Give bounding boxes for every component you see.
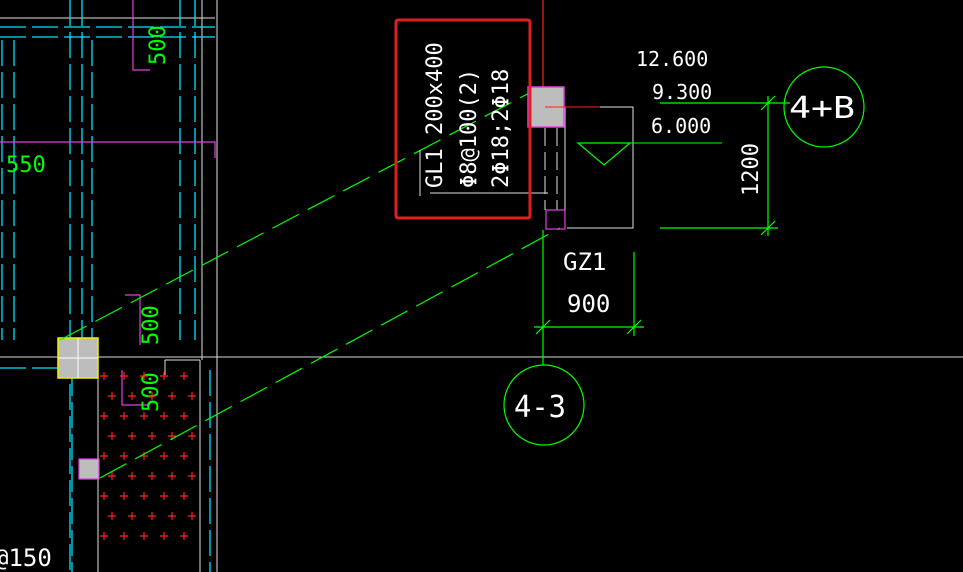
column-block-small[interactable] [78, 458, 100, 480]
hatch-plus-mark [128, 472, 136, 480]
red-hatch-marks [100, 372, 196, 540]
beam-label-line1: GL1 200x400 [423, 42, 448, 188]
hatch-plus-mark [160, 532, 168, 540]
hatch-plus-mark [100, 532, 108, 540]
column-block-small-right[interactable] [545, 209, 566, 230]
hatch-plus-mark [108, 392, 116, 400]
hatch-plus-mark [120, 452, 128, 460]
dim-550: 550 [6, 153, 46, 178]
dimension-1200 [660, 95, 790, 236]
hatch-plus-mark [180, 372, 188, 380]
hatch-plus-mark [128, 432, 136, 440]
hatch-plus-mark [120, 532, 128, 540]
dim-500-mid: 500 [139, 305, 164, 345]
axis-bubble-43[interactable] [503, 364, 585, 446]
hatch-plus-mark [168, 472, 176, 480]
hatch-plus-mark [108, 472, 116, 480]
hatch-plus-mark [148, 472, 156, 480]
hatch-plus-mark [120, 372, 128, 380]
hatch-plus-mark [180, 492, 188, 500]
hatch-plus-mark [160, 412, 168, 420]
hatch-plus-mark [120, 492, 128, 500]
hatch-plus-mark [100, 492, 108, 500]
hatch-plus-mark [108, 432, 116, 440]
hatch-plus-mark [168, 512, 176, 520]
hatch-plus-mark [148, 392, 156, 400]
hatch-plus-mark [160, 452, 168, 460]
hatch-plus-mark [140, 492, 148, 500]
hatch-plus-mark [180, 452, 188, 460]
cyan-dashed-lines [0, 0, 215, 572]
hatch-plus-mark [168, 392, 176, 400]
hatch-plus-mark [120, 412, 128, 420]
hatch-plus-mark [140, 372, 148, 380]
dimension-900 [534, 230, 644, 365]
elevation-12600: 12.600 [636, 47, 708, 71]
green-dashed-beam-lines [59, 89, 561, 479]
axis-bubble-4B[interactable] [783, 66, 865, 148]
hatch-plus-mark [140, 532, 148, 540]
beam-label-group: GL1 200x400 Φ8@100(2) 2Φ18;2Φ18 [419, 42, 514, 196]
magenta-lines [0, 0, 216, 406]
selection-highlight-box[interactable] [394, 18, 532, 220]
axis-label-4B: 4+B [789, 91, 855, 126]
hatch-plus-mark [100, 412, 108, 420]
hatch-plus-mark [100, 372, 108, 380]
hatch-plus-mark [148, 512, 156, 520]
hatch-plus-mark [180, 532, 188, 540]
hatch-plus-mark [100, 452, 108, 460]
elevation-9300: 9.300 [652, 80, 712, 104]
hatch-plus-mark [188, 392, 196, 400]
rebar-spacing-label: @150 [0, 544, 52, 572]
hatch-plus-mark [128, 512, 136, 520]
hatch-plus-mark [188, 512, 196, 520]
elevation-6000: 6.000 [651, 114, 711, 138]
hatch-plus-mark [128, 392, 136, 400]
hatch-plus-mark [148, 432, 156, 440]
dim-500-top: 500 [146, 25, 171, 65]
hatch-plus-mark [160, 492, 168, 500]
hatch-plus-mark [160, 372, 168, 380]
hatch-plus-mark [108, 512, 116, 520]
beam-label-line2: Φ8@100(2) [457, 69, 482, 188]
hatch-plus-mark [140, 412, 148, 420]
dim-1200: 1200 [739, 143, 764, 196]
axis-label-43: 4-3 [514, 390, 566, 425]
column-label-gz1: GZ1 [563, 248, 606, 276]
dim-900: 900 [567, 290, 610, 318]
hatch-plus-mark [188, 432, 196, 440]
beam-label-line3: 2Φ18;2Φ18 [489, 69, 514, 188]
hatch-plus-mark [180, 412, 188, 420]
elevation-marker-icon [576, 142, 632, 166]
hatch-plus-mark [188, 472, 196, 480]
